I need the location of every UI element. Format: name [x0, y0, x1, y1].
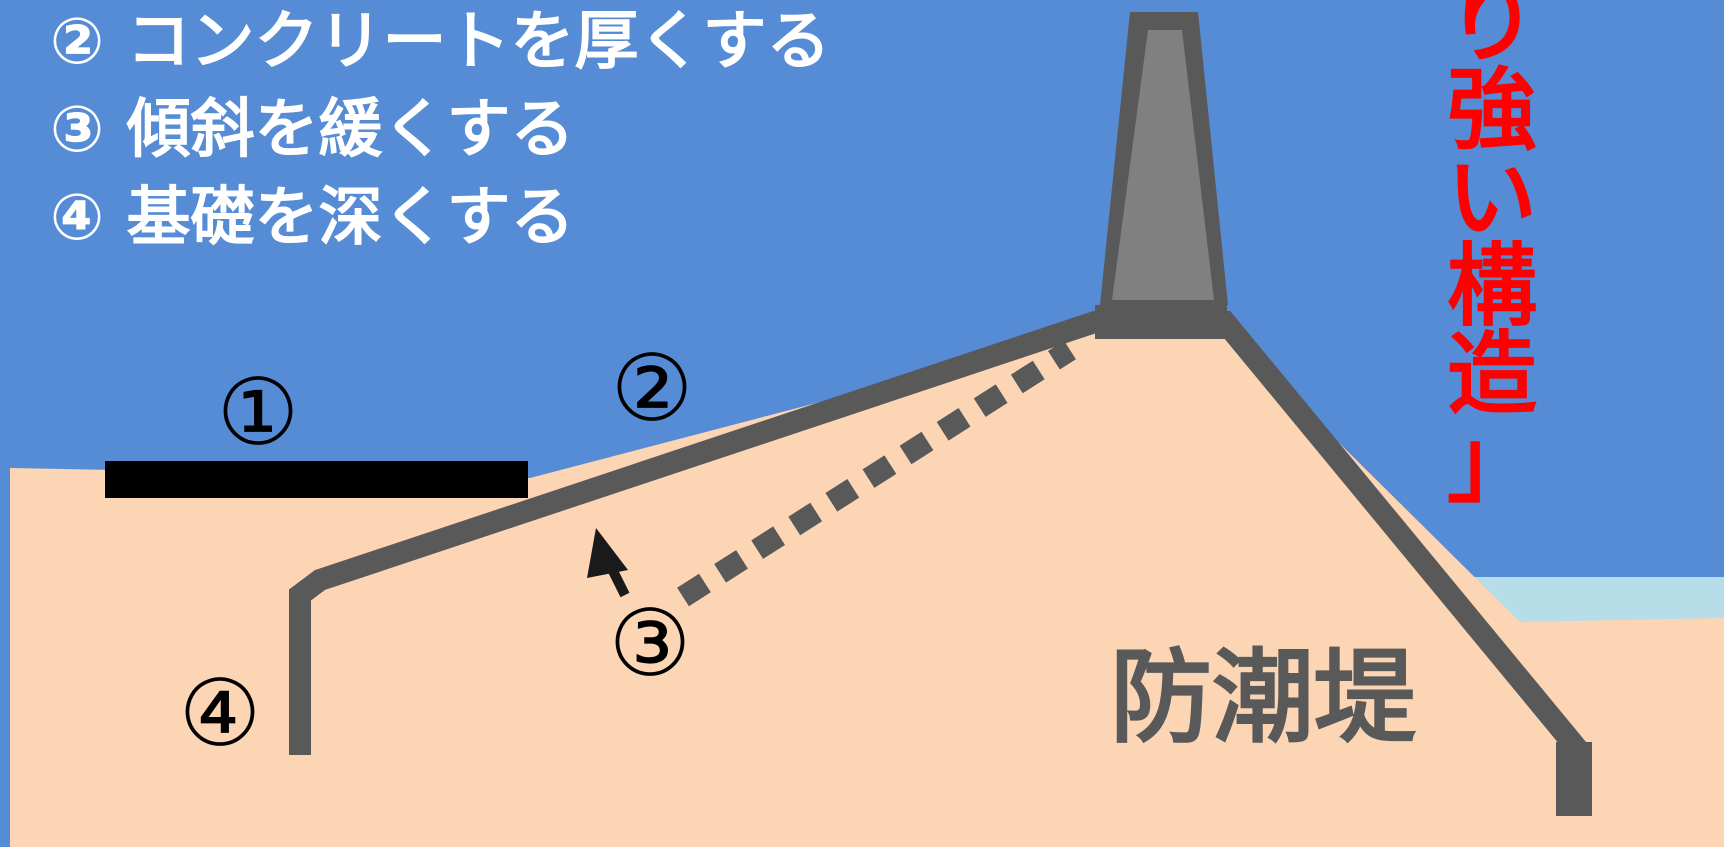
crown-base — [1095, 305, 1227, 339]
vertical-title-char: り — [1447, 0, 1537, 75]
slope-arrow-head — [587, 528, 628, 578]
slope-concrete — [289, 311, 1589, 760]
marker-1: ① — [217, 359, 299, 466]
vertical-title-char: 」 — [1447, 410, 1537, 515]
marker-3: ③ — [609, 590, 691, 697]
right-toe — [1556, 742, 1592, 816]
vertical-title-char: 構 — [1447, 234, 1537, 339]
vertical-title-char: 強 — [1447, 58, 1537, 163]
vertical-title-char: い — [1447, 146, 1537, 251]
sand-ground — [10, 330, 1724, 847]
vertical-title: り 強 い 構 造 」 — [1444, 0, 1540, 515]
apron-slab — [105, 461, 528, 498]
vertical-title-char: 造 — [1447, 322, 1537, 427]
marker-4: ④ — [179, 660, 261, 767]
gentle-slope-line — [677, 340, 1076, 607]
seawall-label: 防潮堤 — [1110, 639, 1417, 758]
measure-2-text: ② コンクリートを厚くする — [50, 5, 831, 79]
measure-3-text: ③ 傾斜を緩くする — [50, 93, 575, 167]
crown-wall-face — [1112, 30, 1214, 300]
marker-2: ② — [611, 335, 693, 442]
measure-4-text: ④ 基礎を深くする — [50, 181, 575, 255]
